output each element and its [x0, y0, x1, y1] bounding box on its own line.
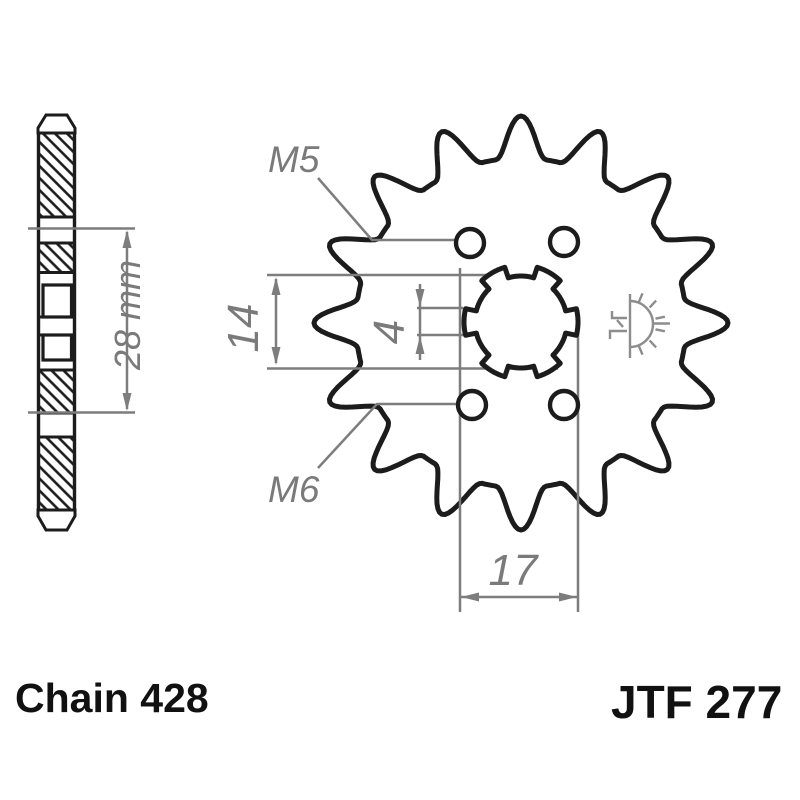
roller-band-upper — [37, 215, 76, 245]
hatch-block — [37, 368, 76, 415]
side-view-top-cap — [36, 113, 77, 135]
hub-bore-box-upper — [41, 283, 74, 319]
arrow-right-icon — [559, 592, 577, 602]
part-number-label: JTF 277 — [611, 676, 782, 728]
arrow-left-icon — [461, 592, 479, 602]
hub-bore-box-lower — [41, 333, 74, 362]
chain-spec-label: Chain 428 — [15, 675, 209, 721]
hatch-block — [37, 435, 76, 512]
dimension-text-28mm: 28 mm — [107, 260, 148, 371]
spline-bore — [461, 264, 581, 380]
hatch-block — [37, 131, 76, 219]
arrow-down-icon — [122, 393, 132, 411]
hatch-block — [37, 241, 76, 274]
sprocket-features — [453, 225, 581, 422]
dimension-text-4: 4 — [365, 320, 414, 344]
stamp-mark-detail — [608, 311, 627, 339]
sun-stamp-icon — [608, 292, 670, 358]
arrow-down-icon — [271, 347, 281, 365]
dimension-text-17: 17 — [489, 546, 539, 595]
dimension-text-14: 14 — [219, 304, 268, 353]
thread-label-m6: M6 — [268, 469, 320, 510]
dimension-layer: 28 mm 14 4 17 M5 M6 — [28, 139, 580, 612]
arrow-up-icon — [271, 277, 281, 295]
roller-band-lower — [37, 411, 76, 439]
arrow-up-icon — [415, 336, 425, 354]
bolt-hole — [547, 388, 581, 422]
bolt-hole — [547, 225, 581, 259]
side-view-cross-section — [36, 113, 77, 532]
bolt-hole — [453, 226, 487, 260]
leader-line-m6 — [317, 402, 458, 469]
thread-label-m5: M5 — [268, 139, 320, 180]
arrow-up-icon — [122, 230, 132, 248]
leader-line-m5 — [317, 177, 458, 242]
bolt-hole — [455, 388, 489, 422]
side-view-bottom-cap — [36, 508, 77, 532]
arrow-down-icon — [415, 289, 425, 307]
